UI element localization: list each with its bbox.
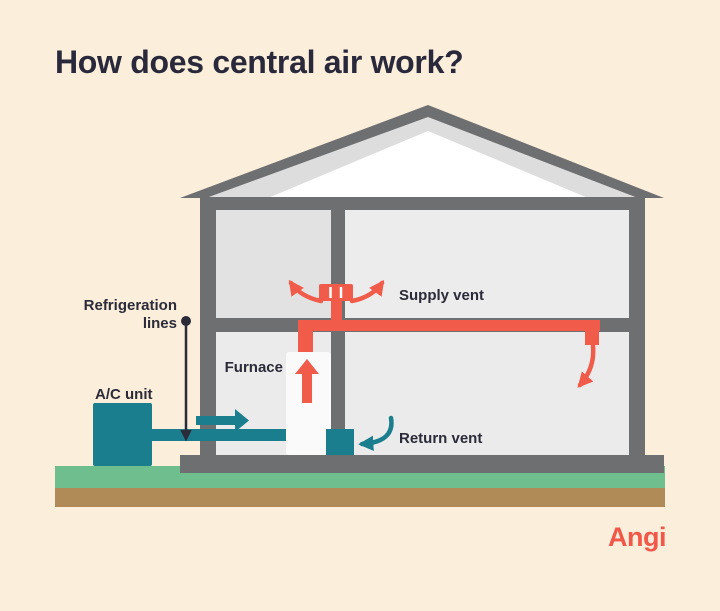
return-airflow-arrow <box>358 415 394 451</box>
return-vent-box <box>326 429 354 455</box>
ac-unit-label: A/C unit <box>95 386 153 403</box>
supply-airflow-down-arrow <box>577 343 596 388</box>
attic-floor-beam <box>200 197 645 210</box>
return-vent-label: Return vent <box>399 430 483 447</box>
roof-gable-inner <box>268 131 588 198</box>
ac-unit-box <box>93 403 152 466</box>
supply-duct-drop <box>585 331 599 345</box>
supply-duct <box>298 320 600 331</box>
supply-vent-grille <box>319 284 353 301</box>
supply-vent-stub <box>331 300 342 321</box>
refrigerant-pipe <box>150 429 290 441</box>
page-title: How does central air work? <box>55 44 464 80</box>
angi-logo: Angi <box>608 522 667 552</box>
upstairs-left-room <box>216 210 331 318</box>
dirt-strip <box>55 488 665 507</box>
refrigeration-lines-label: Refrigeration lines <box>83 297 177 332</box>
refrigerant-flow-arrow <box>196 409 249 432</box>
furnace-airflow-up-arrow <box>295 359 319 403</box>
supply-airflow-right-arrow <box>349 279 385 304</box>
middle-wall <box>331 210 345 455</box>
furnace-label: Furnace <box>224 359 283 376</box>
supply-duct-riser <box>298 320 313 355</box>
upstairs-right-room <box>345 210 629 318</box>
furnace-unit <box>286 352 331 455</box>
supply-vent-label: Supply vent <box>399 287 485 304</box>
foundation-slab <box>180 455 664 473</box>
supply-airflow-left-arrow <box>288 279 324 304</box>
